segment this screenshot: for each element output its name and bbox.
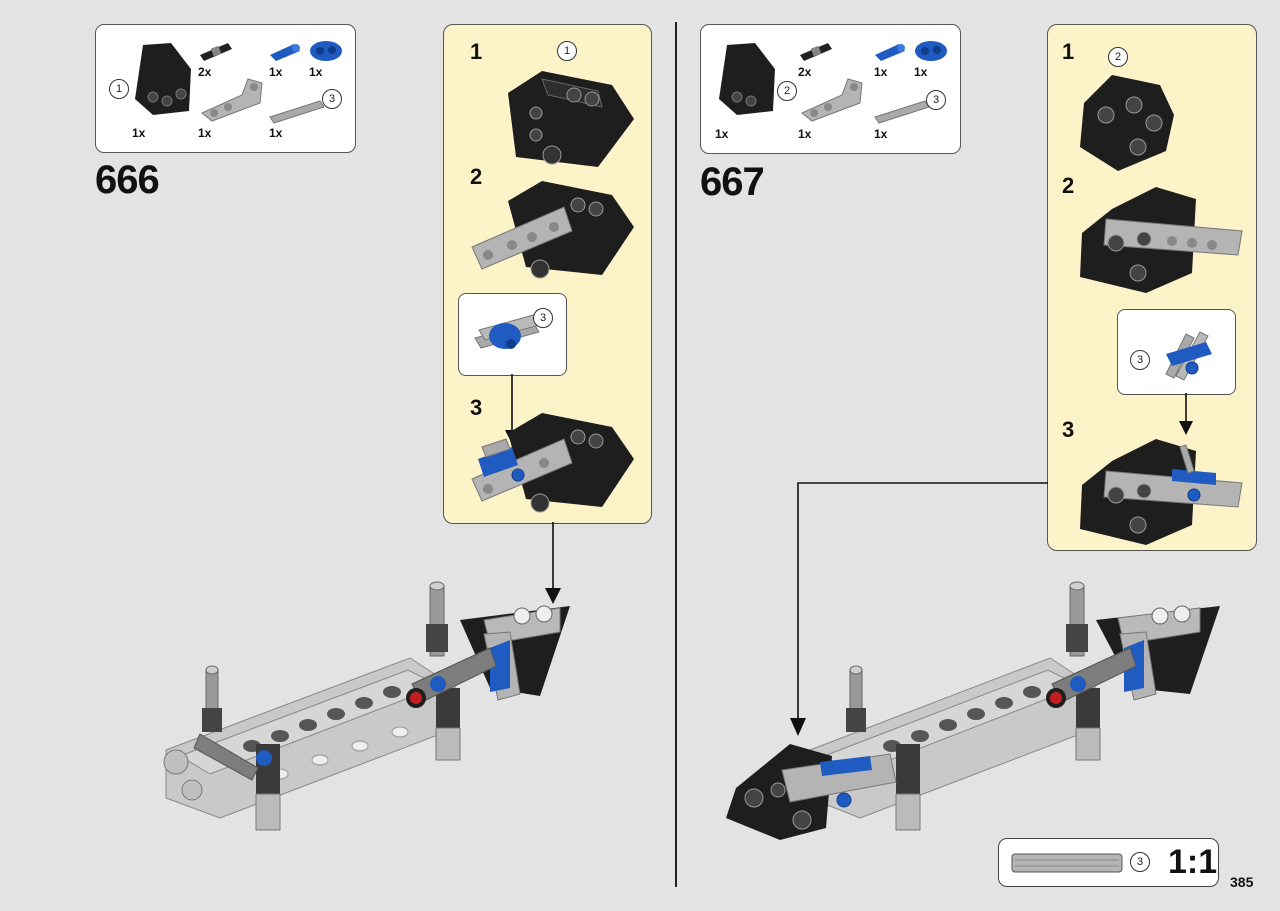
callout-3: 3 [533,308,553,328]
blue-axle-pin-part [270,44,300,61]
substep-number-1: 1 [470,39,483,64]
step-number: 667 [700,160,765,204]
substep-number-3: 3 [1062,417,1075,442]
qty-black-panel: 1x [715,127,729,141]
main-model-illustration [726,581,1220,840]
callout-2: 2 [777,81,797,101]
qty-blue-axle-pin: 1x [874,65,888,79]
black-panel-part [719,43,775,115]
axle-connector-subassembly [474,313,544,349]
subassembly-inset: 3 [1117,309,1236,395]
page-number: 385 [1230,874,1254,890]
scale-ratio: 1:1 [1168,843,1218,881]
grey-bent-beam-part [801,78,863,122]
callout-3: 3 [926,90,946,110]
substep-1-illustration [1080,75,1174,171]
step-number: 666 [95,158,160,202]
connector-arrow [790,482,1048,736]
qty-blue-axle-pin: 1x [269,65,283,79]
callout-3: 3 [1130,350,1150,370]
substep-number-1: 1 [1062,39,1075,64]
black-panel-part [135,43,191,115]
qty-blue-connector: 1x [309,65,323,79]
substep-number-3: 3 [470,395,483,420]
axle-scale-icon [1011,853,1123,873]
page-divider [675,22,677,887]
substep-2-illustration [1080,187,1243,293]
substep-1-illustration [508,71,634,167]
qty-black-pin: 2x [198,65,212,79]
blue-connector-part [915,41,947,61]
substep-3-illustration [471,413,634,513]
substep-number-2: 2 [1062,173,1075,198]
qty-black-panel: 1x [132,126,146,140]
blue-axle-pin-part [875,44,905,61]
callout-3: 3 [1130,852,1150,872]
substep-panel-667: 1 2 2 3 [1047,24,1257,551]
qty-grey-axle: 1x [874,127,888,141]
inset-arrow [1179,393,1193,435]
substep-3-illustration [1080,439,1243,545]
connector-arrow [545,522,561,604]
blue-connector-part [310,41,342,61]
grey-bent-beam-part [201,78,263,122]
parts-list-666: 1 2x 1x 1x 3 1x 1 [95,24,356,153]
qty-blue-connector: 1x [914,65,928,79]
subassembly-inset: 3 [458,293,567,376]
callout-1: 1 [109,79,129,99]
substep-2-illustration [471,181,634,279]
axle-connector-subassembly [1165,331,1212,381]
scale-indicator: 3 1:1 [998,838,1219,887]
qty-grey-axle: 1x [269,126,283,140]
grey-axle-part [269,100,325,124]
callout-1: 1 [557,41,577,61]
qty-grey-beam: 1x [798,127,812,141]
black-friction-pin-part [200,43,232,61]
callout-2: 2 [1108,47,1128,67]
substep-panel-666: 1 1 2 [443,24,652,524]
black-friction-pin-part [800,43,832,61]
qty-black-pin: 2x [798,65,812,79]
callout-3: 3 [322,89,342,109]
main-model-illustration [163,581,570,831]
substep-number-2: 2 [470,164,483,189]
parts-list-667: 2 2x 1x 1x 3 1x 1x 1x [700,24,961,154]
qty-grey-beam: 1x [198,126,212,140]
